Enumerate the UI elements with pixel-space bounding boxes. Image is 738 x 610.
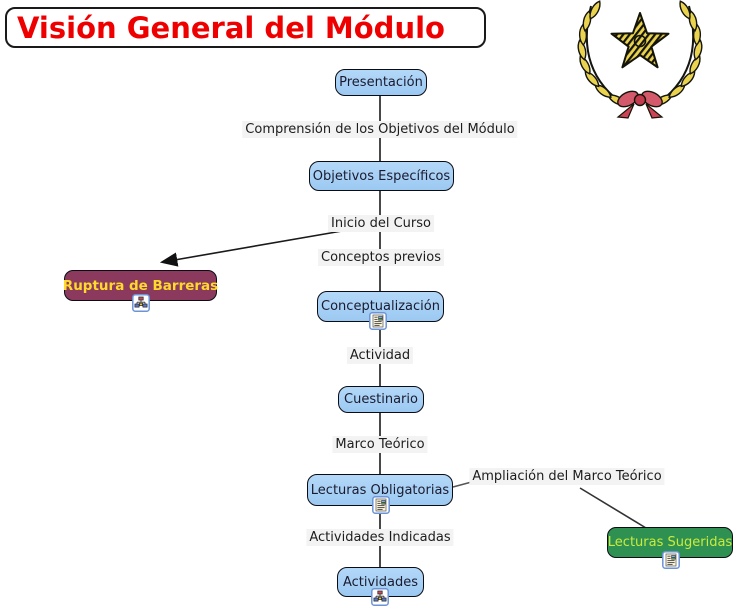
page-title-text: Visión General del Módulo	[17, 10, 445, 45]
link-label-actividad: Actividad	[346, 347, 414, 364]
link-label-comprension: Comprensión de los Objetivos del Módulo	[242, 121, 518, 138]
link-label-ampliacion-marco-teorico: Ampliación del Marco Teórico	[469, 468, 665, 485]
ribbon-bow	[616, 90, 664, 119]
cmap-icon[interactable]	[371, 588, 389, 606]
node-label: Presentación	[339, 75, 423, 90]
node-label: Conceptualización	[321, 299, 440, 314]
node-label: Ruptura de Barreras	[62, 277, 219, 294]
link-label-conceptos-previos: Conceptos previos	[318, 249, 444, 266]
page-title: Visión General del Módulo	[5, 7, 486, 48]
link-label-actividades-indicadas: Actividades Indicadas	[306, 529, 454, 546]
star-icon	[610, 12, 670, 69]
link-label-marco-teorico: Marco Teórico	[332, 436, 428, 453]
resource-icon[interactable]	[662, 551, 680, 569]
resource-icon[interactable]	[369, 312, 387, 330]
link-label-inicio-del-curso: Inicio del Curso	[328, 215, 434, 232]
node-cuestinario[interactable]: Cuestinario	[338, 386, 424, 413]
node-label: Lecturas Sugeridas	[607, 535, 733, 550]
node-objetivos-especificos[interactable]: Objetivos Específicos	[309, 161, 454, 191]
cmap-icon[interactable]	[132, 294, 150, 312]
arrow-inicio-ruptura	[159, 230, 343, 267]
node-label: Objetivos Específicos	[312, 168, 451, 184]
line-ampliacion-sugeridas	[579, 487, 647, 529]
laurel-star-emblem	[560, 0, 738, 120]
node-label: Lecturas Obligatorias	[310, 482, 450, 498]
laurel-star-emblem-graphic	[575, 0, 705, 119]
node-label: Cuestinario	[344, 392, 418, 407]
node-presentacion[interactable]: Presentación	[335, 69, 427, 96]
node-label: Actividades	[342, 574, 419, 590]
resource-icon[interactable]	[372, 496, 390, 514]
